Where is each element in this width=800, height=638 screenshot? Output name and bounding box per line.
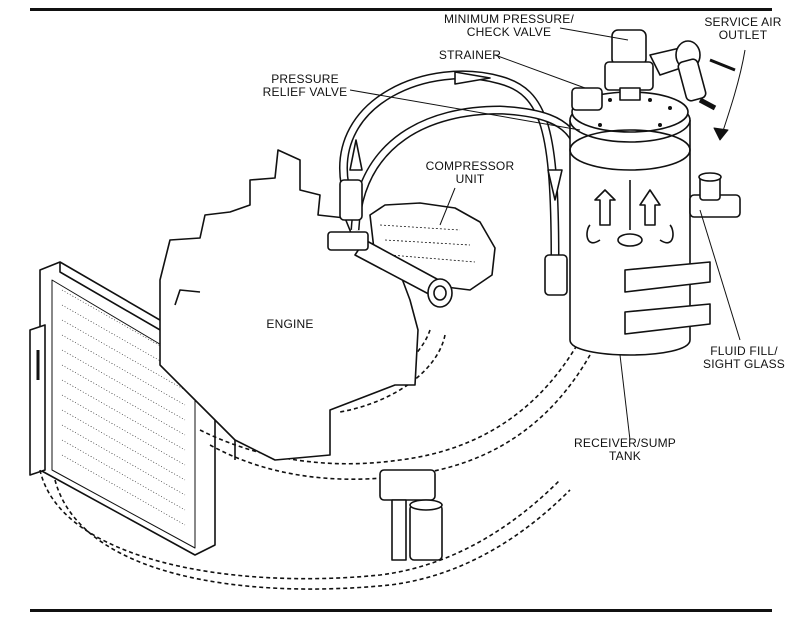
label-fluid-fill: FLUID FILL/ SIGHT GLASS [696,345,792,371]
label-engine: ENGINE [250,318,330,331]
label-service-air: SERVICE AIR OUTLET [698,16,788,42]
label-min-pressure-line2: CHECK VALVE [424,26,594,39]
label-receiver: RECEIVER/SUMP TANK [570,437,680,463]
label-min-pressure: MINIMUM PRESSURE/ CHECK VALVE [424,13,594,39]
receiver-tank [570,92,710,355]
label-service-air-line2: OUTLET [698,29,788,42]
label-engine-line1: ENGINE [250,318,330,331]
fluid-filter [380,470,442,560]
label-compressor-line2: UNIT [420,173,520,186]
label-compressor: COMPRESSOR UNIT [420,160,520,186]
strainer-part [572,88,602,110]
label-pressure-relief: PRESSURE RELIEF VALVE [250,73,360,99]
label-strainer: STRAINER [430,49,510,62]
label-pressure-relief-line2: RELIEF VALVE [250,86,360,99]
label-strainer-line1: STRAINER [430,49,510,62]
fluid-fill-sight-glass [690,173,740,217]
label-fluid-fill-line2: SIGHT GLASS [696,358,792,371]
label-receiver-line2: TANK [570,450,680,463]
